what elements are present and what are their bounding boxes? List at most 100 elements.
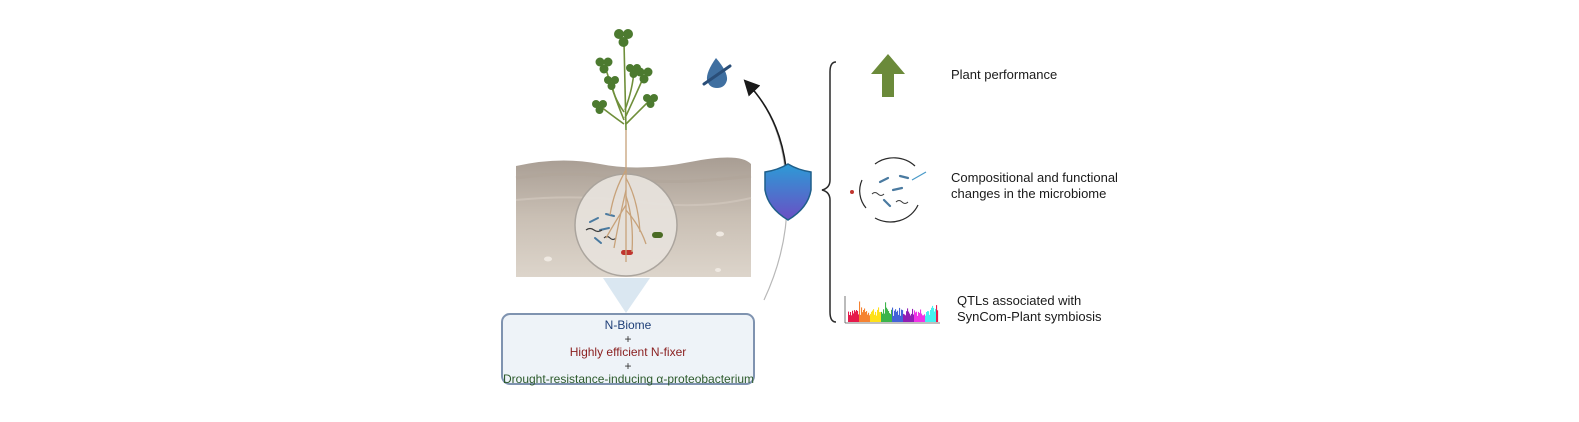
drought-bacterium-text: Drought-resistance-inducing α-proteobact…	[503, 372, 755, 386]
manhattan-bar	[907, 308, 909, 322]
manhattan-bar	[867, 314, 869, 322]
manhattan-bar	[886, 307, 888, 322]
manhattan-bar	[918, 311, 920, 322]
manhattan-bar	[937, 310, 939, 322]
manhattan-bar	[906, 311, 908, 322]
manhattan-bar	[900, 315, 902, 322]
qtl-label: QTLs associated with SynCom-Plant symbio…	[957, 293, 1102, 325]
manhattan-bar	[870, 313, 872, 322]
manhattan-bar	[930, 310, 932, 322]
manhattan-bar	[933, 308, 935, 322]
manhattan-bar	[917, 315, 919, 322]
manhattan-bar	[882, 313, 884, 322]
manhattan-bar	[873, 309, 875, 322]
manhattan-bar	[850, 312, 852, 322]
manhattan-bar	[888, 311, 890, 322]
qtl-line-1: QTLs associated with	[957, 293, 1082, 308]
microbiome-line-2: changes in the microbiome	[951, 186, 1107, 201]
manhattan-bar	[887, 309, 889, 322]
manhattan-bar	[914, 310, 916, 322]
manhattan-bar	[864, 308, 866, 322]
manhattan-bar	[916, 311, 918, 322]
drought-arrow	[743, 79, 787, 169]
manhattan-bar	[902, 310, 904, 322]
manhattan-bar	[911, 313, 913, 322]
manhattan-bar	[878, 307, 880, 322]
manhattan-bar	[876, 315, 878, 322]
manhattan-bar	[855, 311, 857, 322]
manhattan-bar	[862, 312, 864, 322]
manhattan-bar	[919, 313, 921, 322]
manhattan-bar	[868, 312, 870, 322]
no-water-drop-icon	[702, 58, 732, 88]
manhattan-bar	[894, 310, 896, 322]
shield-icon	[764, 163, 812, 221]
manhattan-bar	[899, 307, 901, 322]
manhattan-bar	[853, 313, 855, 322]
manhattan-bar	[893, 315, 895, 322]
manhattan-bar	[890, 314, 892, 322]
manhattan-bar	[891, 309, 893, 322]
up-arrow-icon	[871, 54, 905, 97]
n-fixer-text: Highly efficient N-fixer	[569, 345, 687, 359]
manhattan-bar	[848, 311, 850, 322]
manhattan-bar	[874, 314, 876, 322]
manhattan-bar	[923, 315, 925, 322]
manhattan-bar	[860, 314, 862, 322]
manhattan-bar	[866, 311, 868, 322]
manhattan-bar	[912, 308, 914, 322]
manhattan-bar	[849, 315, 851, 322]
manhattan-bar	[908, 311, 910, 322]
manhattan-bar	[925, 315, 927, 322]
manhattan-bar	[898, 314, 900, 322]
manhattan-bar	[936, 305, 938, 322]
plus-sign-2: +	[624, 358, 632, 373]
plant-performance-text: Plant performance	[951, 67, 1058, 82]
manhattan-bar	[880, 312, 882, 322]
manhattan-bar	[871, 311, 873, 322]
plus-sign-1: +	[624, 331, 632, 346]
manhattan-bar	[879, 312, 881, 322]
manhattan-bar	[856, 310, 858, 322]
zoom-cone	[603, 278, 650, 313]
microbiome-line-1: Compositional and functional	[951, 170, 1118, 185]
manhattan-bar	[905, 315, 907, 322]
manhattan-bar	[875, 311, 877, 322]
qtl-line-2: SynCom-Plant symbiosis	[957, 309, 1102, 324]
outcome-brace	[821, 61, 837, 323]
manhattan-bar	[929, 314, 931, 322]
manhattan-bar	[892, 307, 894, 322]
n-biome-text: N-Biome	[604, 318, 652, 332]
manhattan-bar	[926, 312, 928, 322]
manhattan-bar	[920, 309, 922, 322]
manhattan-bar	[897, 310, 899, 322]
manhattan-bar	[889, 313, 891, 322]
manhattan-bar	[910, 315, 912, 322]
manhattan-bar	[924, 314, 926, 322]
microbiome-icon	[850, 157, 927, 223]
manhattan-bar	[861, 307, 863, 322]
manhattan-bar	[877, 309, 879, 322]
manhattan-bar	[922, 315, 924, 322]
manhattan-bar	[909, 313, 911, 322]
manhattan-bar	[904, 314, 906, 322]
manhattan-bar	[883, 309, 885, 322]
manhattan-bar	[885, 302, 887, 322]
manhattan-bar	[901, 309, 903, 322]
manhattan-bar	[921, 313, 923, 322]
manhattan-bar	[884, 313, 886, 322]
plant-performance-label: Plant performance	[951, 67, 1057, 83]
manhattan-bar	[851, 315, 853, 322]
manhattan-bar	[863, 310, 865, 322]
manhattan-bar	[895, 309, 897, 322]
manhattan-bar	[857, 311, 859, 322]
manhattan-bar	[865, 312, 867, 322]
manhattan-bar	[858, 314, 860, 322]
manhattan-bar	[859, 301, 861, 322]
inoculant-combination-box: N-Biome + Highly efficient N-fixer + Dro…	[501, 313, 755, 386]
manhattan-bar	[854, 310, 856, 322]
manhattan-bar	[915, 312, 917, 322]
manhattan-bar	[931, 307, 933, 322]
manhattan-bar	[881, 311, 883, 322]
